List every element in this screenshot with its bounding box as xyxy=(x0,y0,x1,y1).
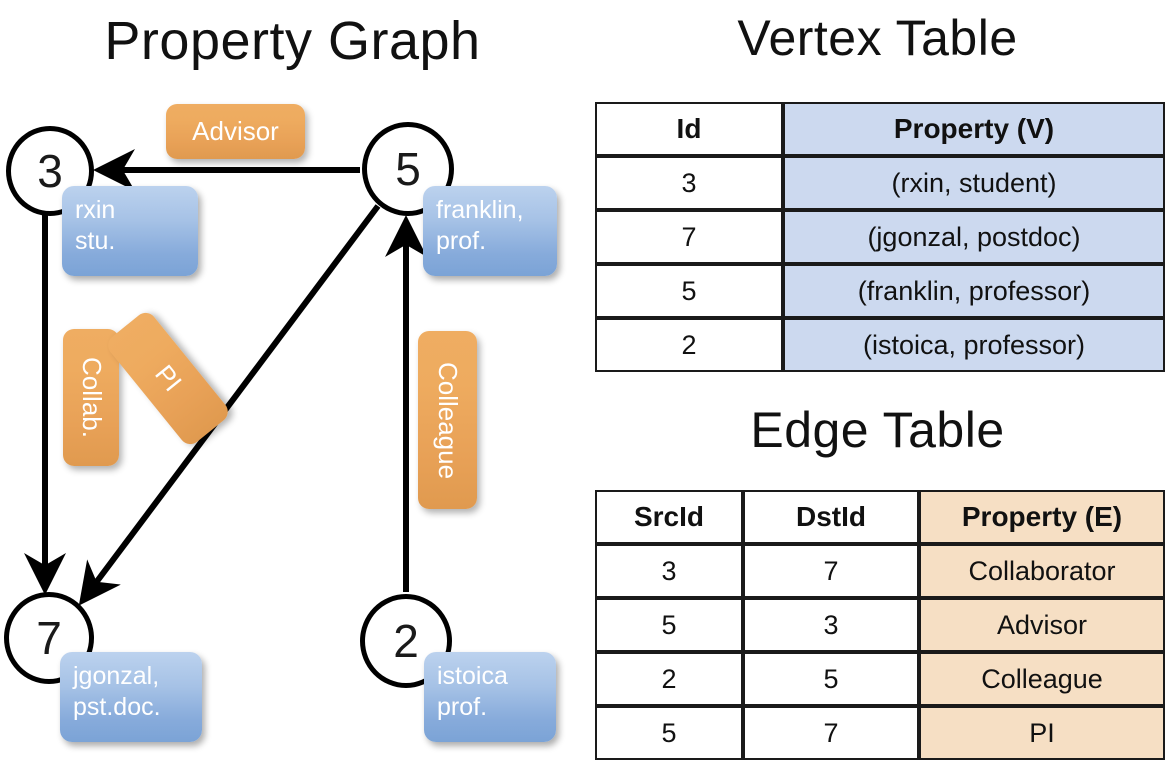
table-row[interactable]: 5 3 Advisor xyxy=(595,598,1165,652)
table-row[interactable]: 2 (istoica, professor) xyxy=(595,318,1165,372)
edge-cell-property: Advisor xyxy=(919,598,1165,652)
edge-cell-dst: 7 xyxy=(743,706,919,760)
table-row[interactable]: 2 5 Colleague xyxy=(595,652,1165,706)
vertex-cell-id: 3 xyxy=(595,156,783,210)
vertex-table-header-row: Id Property (V) xyxy=(595,102,1165,156)
edge-table-header-srcid: SrcId xyxy=(595,490,743,544)
vertex-cell-id: 7 xyxy=(595,210,783,264)
vertex-property-istoica-line2: prof. xyxy=(437,693,488,721)
edge-cell-src: 3 xyxy=(595,544,743,598)
edge-cell-property: PI xyxy=(919,706,1165,760)
vertex-property-rxin-line2: stu. xyxy=(75,227,116,255)
edge-cell-src: 5 xyxy=(595,598,743,652)
vertex-cell-property: (istoica, professor) xyxy=(783,318,1165,372)
vertex-property-jgonzal-line2: pst.doc. xyxy=(73,693,161,721)
edge-cell-property: Collaborator xyxy=(919,544,1165,598)
vertex-cell-id: 5 xyxy=(595,264,783,318)
table-row[interactable]: 3 7 Collaborator xyxy=(595,544,1165,598)
table-row[interactable]: 7 (jgonzal, postdoc) xyxy=(595,210,1165,264)
page-title-property-graph: Property Graph xyxy=(104,11,481,71)
vertex-cell-property: (jgonzal, postdoc) xyxy=(783,210,1165,264)
page-title-vertex-table: Vertex Table xyxy=(737,10,1018,66)
vertex-property-franklin-line1: franklin, xyxy=(436,196,524,224)
table-row[interactable]: 5 (franklin, professor) xyxy=(595,264,1165,318)
graph-node-5-label: 5 xyxy=(395,143,421,195)
vertex-cell-property: (rxin, student) xyxy=(783,156,1165,210)
edge-label-advisor-text: Advisor xyxy=(192,116,279,146)
edge-label-colleague-text: Colleague xyxy=(433,361,463,479)
vertex-property-istoica-line1: istoica xyxy=(437,662,508,690)
vertex-property-box-istoica: istoica prof. xyxy=(424,652,556,742)
edge-label-pi-text: PI xyxy=(148,359,188,398)
edge-cell-property: Colleague xyxy=(919,652,1165,706)
edge-cell-src: 5 xyxy=(595,706,743,760)
edge-label-box-colleague: Colleague xyxy=(418,331,477,509)
edge-cell-dst: 5 xyxy=(743,652,919,706)
vertex-property-box-jgonzal: jgonzal, pst.doc. xyxy=(60,652,202,742)
vertex-cell-id: 2 xyxy=(595,318,783,372)
table-row[interactable]: 5 7 PI xyxy=(595,706,1165,760)
graph-node-5[interactable]: 5 xyxy=(362,122,454,216)
property-graph-diagram: 3 5 7 2 rxin stu. franklin, prof. jgonza… xyxy=(4,104,557,742)
vertex-property-box-franklin: franklin, prof. xyxy=(423,186,557,276)
edge-label-collab-text: Collab. xyxy=(76,357,107,438)
vertex-table: Id Property (V) 3 (rxin, student) 7 (jgo… xyxy=(595,102,1165,372)
page-title-edge-table: Edge Table xyxy=(750,402,1005,458)
edge-cell-dst: 7 xyxy=(743,544,919,598)
edge-table-header-property: Property (E) xyxy=(919,490,1165,544)
graph-node-2-label: 2 xyxy=(393,615,419,667)
graph-node-3-label: 3 xyxy=(37,145,63,197)
vertex-property-franklin-line2: prof. xyxy=(436,227,487,255)
edge-cell-src: 2 xyxy=(595,652,743,706)
graph-node-7-label: 7 xyxy=(36,612,62,664)
vertex-property-box-rxin: rxin stu. xyxy=(62,186,198,276)
graph-node-2[interactable]: 2 xyxy=(360,594,452,688)
edge-cell-dst: 3 xyxy=(743,598,919,652)
edge-label-box-advisor: Advisor xyxy=(166,104,305,159)
graph-edges-layer xyxy=(24,149,427,606)
vertex-table-header-id: Id xyxy=(595,102,783,156)
edge-5-to-7-pi xyxy=(78,204,381,606)
vertex-cell-property: (franklin, professor) xyxy=(783,264,1165,318)
vertex-property-rxin-line1: rxin xyxy=(75,196,116,224)
edge-table: SrcId DstId Property (E) 3 7 Collaborato… xyxy=(595,490,1165,760)
vertex-property-jgonzal-line1: jgonzal, xyxy=(73,662,160,690)
table-row[interactable]: 3 (rxin, student) xyxy=(595,156,1165,210)
vertex-table-header-property: Property (V) xyxy=(783,102,1165,156)
edge-table-header-dstid: DstId xyxy=(743,490,919,544)
edge-table-header-row: SrcId DstId Property (E) xyxy=(595,490,1165,544)
